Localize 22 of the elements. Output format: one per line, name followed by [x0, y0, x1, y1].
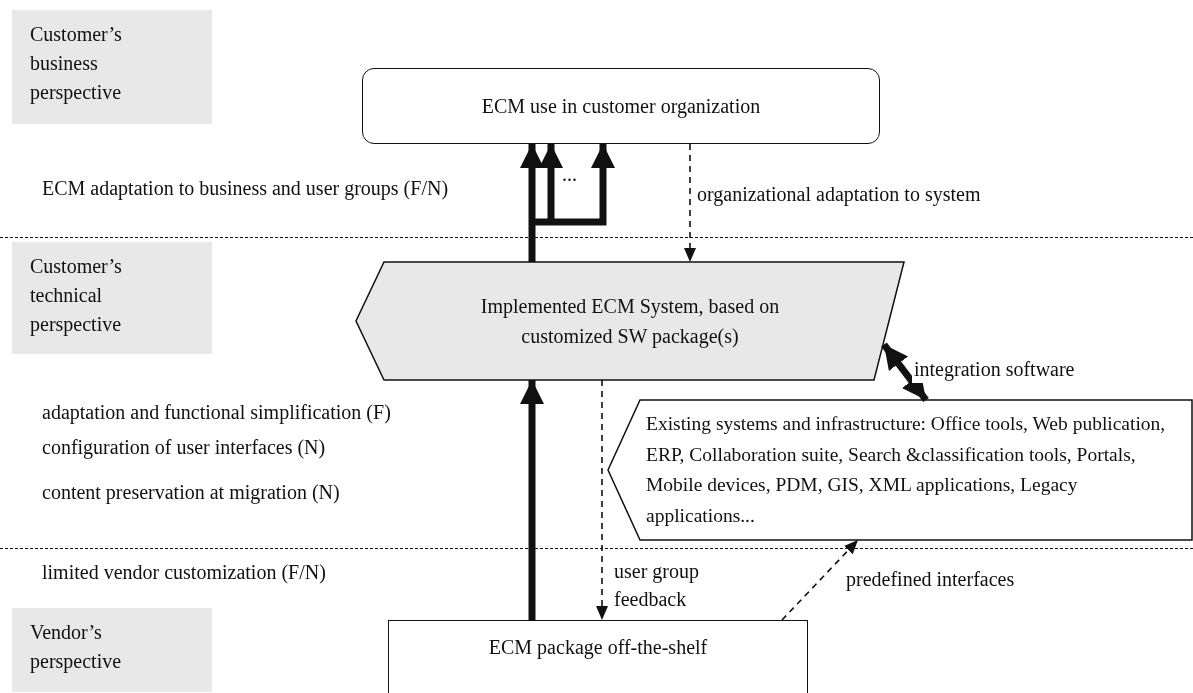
note-text: content preservation at migration (N)	[42, 480, 341, 506]
arrow	[781, 539, 859, 621]
rounded-box	[362, 68, 880, 144]
arrow	[684, 143, 696, 263]
process-box	[388, 620, 808, 693]
band-label: Vendor’s perspective	[30, 620, 123, 675]
note-text: configuration of user interfaces (N)	[42, 435, 327, 461]
band-label: Customer’s business perspective	[30, 22, 123, 106]
box-text: ECM package off-the-shelf	[488, 635, 708, 661]
hexagon-box	[356, 262, 904, 380]
note-text: adaptation and functional simplification (F)	[42, 400, 392, 426]
note-text: ECM adaptation to business and user groups (F/N)	[42, 176, 450, 202]
branching-arrow	[520, 144, 615, 262]
band-label: Customer’s technical perspective	[30, 254, 123, 338]
shape-text: Existing systems and infrastructure: Office tools, Web publication, ERP, Collaboration suite, Search &classification tools, Portals, Mobile devices, PDM, GIS, XML applications, Legacy applications...	[646, 412, 1167, 528]
box-text: ECM use in customer organization	[481, 94, 761, 120]
note-text: ...	[562, 162, 578, 187]
arrow	[881, 342, 929, 403]
note-text: limited vendor customization (F/N)	[42, 560, 327, 586]
arrow	[520, 380, 544, 620]
arrow	[596, 379, 608, 621]
shape-text: Implemented ECM System, based on customized SW package(s)	[479, 294, 781, 350]
